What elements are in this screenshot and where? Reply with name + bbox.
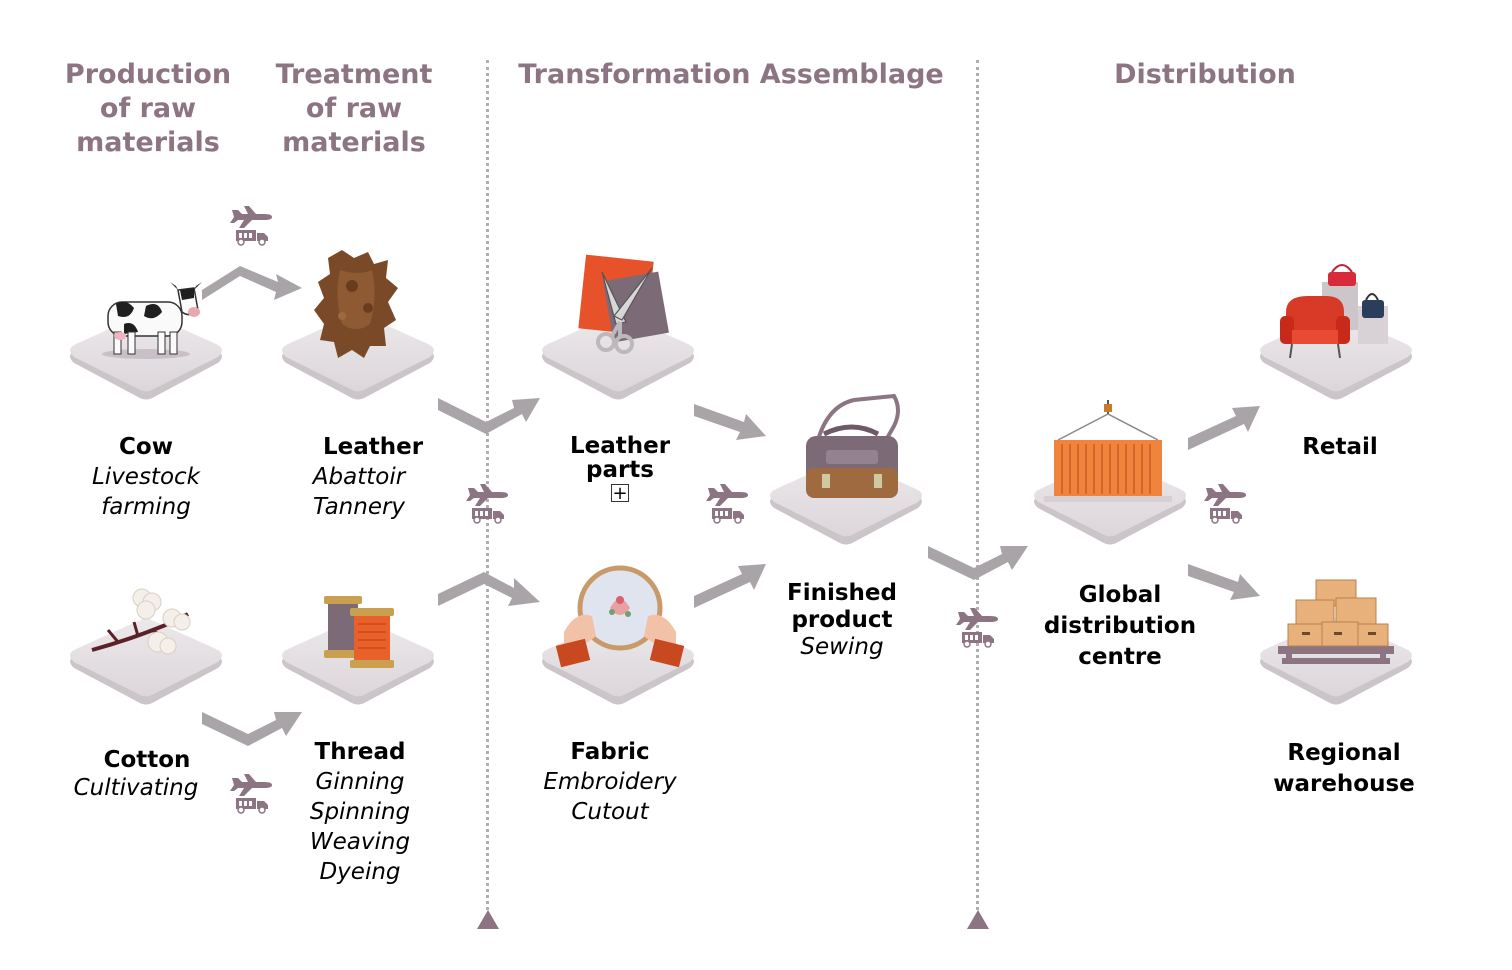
label-leather-parts: Leather parts +	[540, 433, 700, 504]
label-thread: Thread Ginning Spinning Weaving Dyeing	[309, 739, 411, 885]
bag-illustration	[806, 393, 900, 498]
arrow-finished-to-global	[928, 546, 1028, 580]
separator-left-marker	[477, 910, 499, 929]
label-fabric: Fabric Embroidery Cutout	[543, 739, 677, 825]
thread-spools-illustration	[324, 596, 394, 668]
plane-truck-icon	[704, 474, 752, 524]
label-leather: Leather Abattoir Tannery	[312, 434, 424, 520]
label-cotton: Cotton Cultivating	[73, 747, 199, 801]
arrow-fabric-to-finished	[694, 564, 766, 608]
container-illustration	[1044, 400, 1172, 502]
header-treatment: Treatment of raw materials	[275, 59, 433, 158]
separator-left	[486, 60, 489, 910]
plane-truck-icon	[1202, 474, 1250, 524]
arrow-global-to-retail	[1188, 406, 1260, 450]
leather-hide-illustration	[314, 250, 398, 358]
expand-button[interactable]: +	[540, 482, 700, 504]
cotton-illustration	[91, 588, 191, 655]
arrow-parts-to-finished	[694, 404, 766, 440]
plane-truck-icon	[464, 474, 512, 524]
separator-right-marker	[967, 910, 989, 929]
label-retail: Retail	[1302, 434, 1378, 460]
arrow-global-to-warehouse	[1188, 564, 1260, 600]
label-global: Global distribution centre	[1043, 582, 1197, 670]
separator-right	[976, 60, 979, 910]
plane-truck-icon	[228, 764, 276, 814]
label-warehouse: Regional warehouse	[1273, 740, 1415, 797]
plane-truck-icon	[954, 598, 1002, 648]
arrow-leather-to-parts	[438, 398, 540, 434]
label-cow: Cow Livestock farming	[91, 434, 200, 520]
arrow-cow-to-leather	[202, 266, 302, 300]
leather-parts-illustration	[578, 254, 669, 354]
warehouse-illustration	[1278, 579, 1394, 664]
arrow-thread-to-fabric	[438, 572, 540, 606]
plus-icon[interactable]: +	[611, 483, 629, 504]
header-transformation: Transformation Assemblage	[518, 59, 944, 90]
plane-truck-icon	[228, 196, 276, 246]
cow-illustration	[102, 282, 202, 359]
retail-illustration	[1280, 264, 1388, 359]
header-distribution: Distribution	[1114, 59, 1296, 90]
header-production: Production of raw materials	[64, 59, 232, 158]
label-finished: Finished product Sewing	[787, 580, 897, 660]
arrow-cotton-to-thread	[202, 712, 302, 746]
embroidery-illustration	[556, 565, 684, 668]
